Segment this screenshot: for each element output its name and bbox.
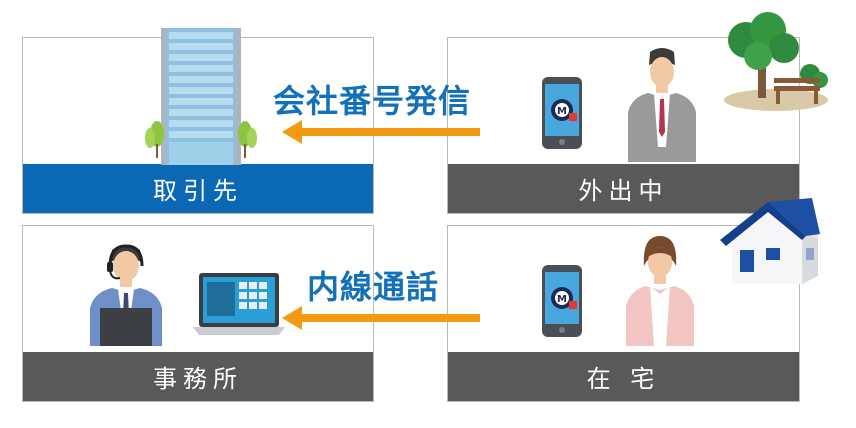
arrow-label-extension-call: 内線通話 [307, 268, 440, 306]
tree-right [238, 121, 257, 158]
panel-outside-label: 外出中 [448, 164, 799, 213]
tree-left [145, 121, 164, 158]
panel-office-label: 事務所 [23, 352, 373, 401]
park-icon [724, 12, 828, 111]
smartphone-icon: M [542, 77, 582, 149]
laptop-icon [193, 273, 285, 335]
panel-outside: 外出中 [447, 37, 800, 214]
svg-text:M: M [557, 294, 567, 305]
arrow-left-icon [282, 306, 480, 330]
operator-avatar-icon [90, 244, 162, 346]
house-icon [720, 198, 820, 284]
svg-text:M: M [557, 106, 567, 117]
office-building-icon [145, 28, 257, 165]
bench [774, 78, 820, 104]
panel-client-label: 取引先 [23, 164, 373, 213]
arrow-left-icon [282, 120, 480, 144]
panel-office: 事務所 [22, 225, 374, 402]
panel-home-label: 在 宅 [448, 352, 799, 401]
businessman-avatar-icon [628, 48, 696, 162]
arrow-label-company-number: 会社番号発信 [273, 82, 472, 120]
smartphone-icon: M [542, 265, 582, 337]
businesswoman-avatar-icon [626, 236, 694, 346]
